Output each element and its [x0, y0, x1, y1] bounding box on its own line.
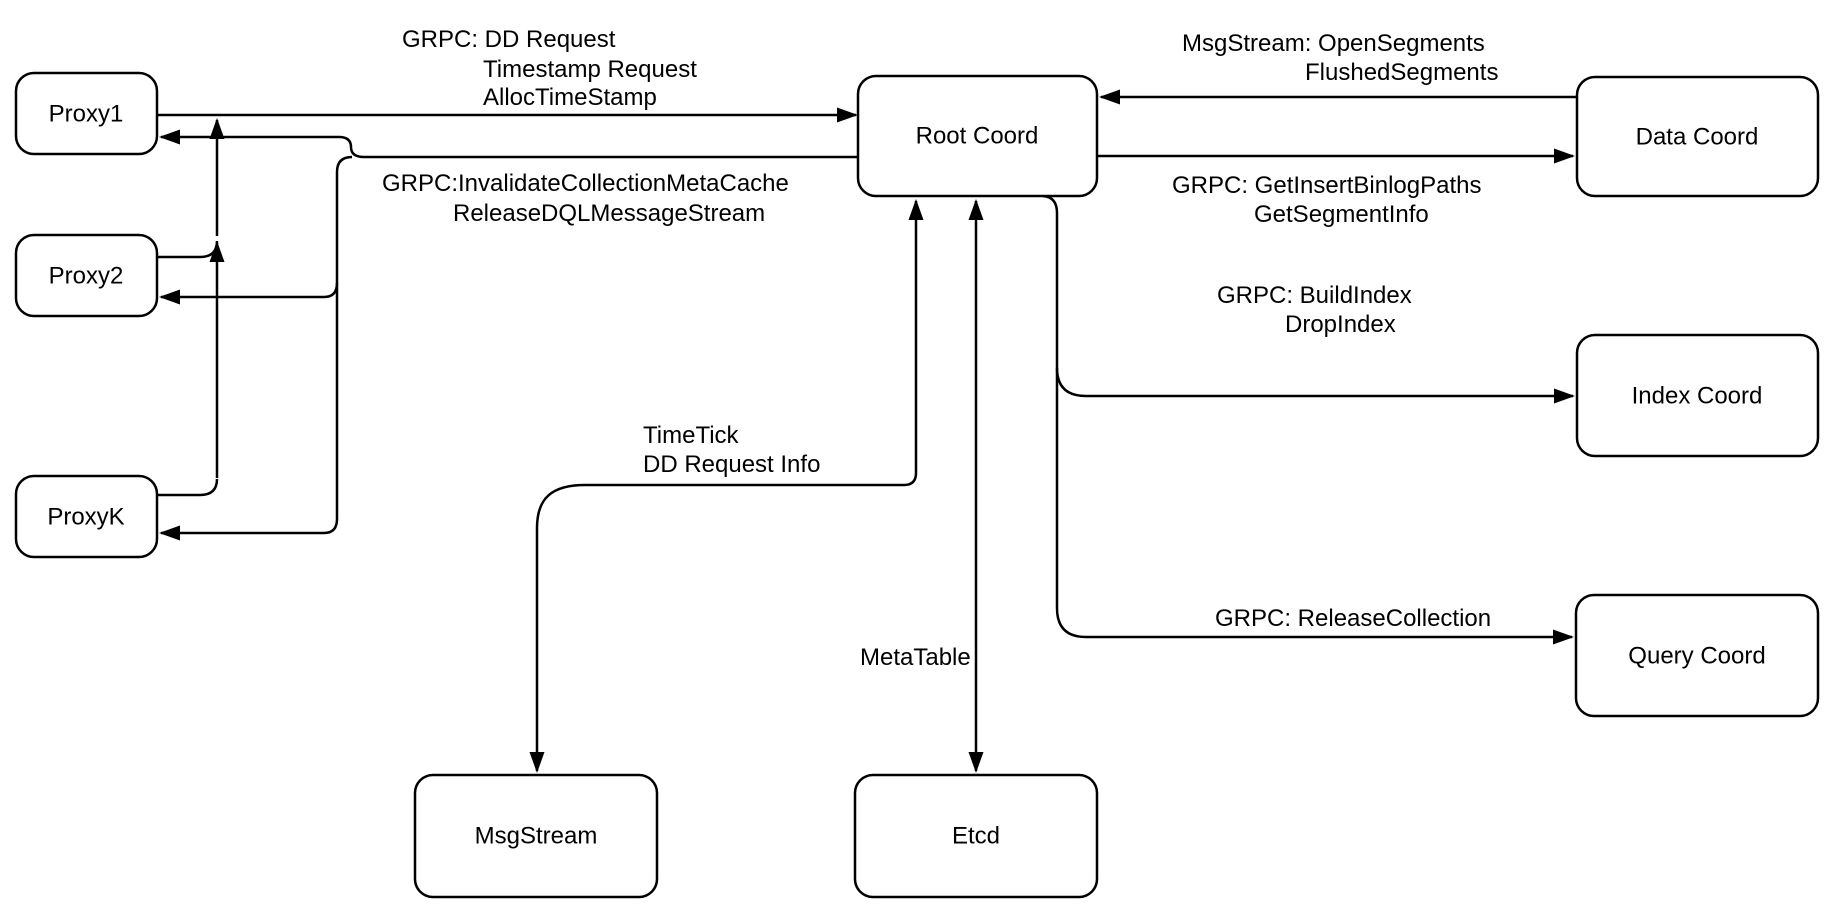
label-grpc-releasecollection: GRPC: ReleaseCollection — [1215, 605, 1491, 632]
node-data-coord: Data Coord — [1575, 75, 1820, 198]
root-coord-box — [856, 74, 1099, 198]
query-coord-box — [1574, 593, 1820, 718]
node-msgstream: MsgStream — [413, 773, 659, 899]
etcd-box — [853, 773, 1099, 899]
label-metatable: MetaTable — [860, 644, 971, 671]
edge-root-coord-to-query-coord — [1042, 194, 1574, 645]
proxy2-box — [14, 233, 159, 318]
node-proxy1: Proxy1 — [14, 71, 159, 156]
label-flushedsegments: FlushedSegments — [1305, 59, 1498, 86]
label-invalidate-collection-metacache: GRPC:InvalidateCollectionMetaCache — [382, 170, 789, 197]
label-release-dql-messagestream: ReleaseDQLMessageStream — [453, 200, 765, 227]
index-coord-label: Index Coord — [1632, 383, 1763, 410]
node-proxyk: ProxyK — [14, 474, 159, 559]
label-dd-request-info: DD Request Info — [643, 451, 820, 478]
edge-proxies-to-root-coord — [157, 107, 858, 497]
edge-root-coord-msgstream — [529, 199, 924, 773]
proxy2-label: Proxy2 — [49, 263, 124, 290]
arrow-root-coord-to-index-coord — [1055, 367, 1575, 404]
label-getsegmentinfo: GetSegmentInfo — [1254, 201, 1429, 228]
label-grpc-buildindex: GRPC: BuildIndex — [1217, 282, 1412, 309]
label-grpc-dd-request: GRPC: DD Request — [402, 26, 616, 53]
edge-labels: GRPC: DD Request Timestamp Request Alloc… — [382, 26, 1498, 671]
node-proxy2: Proxy2 — [14, 233, 159, 318]
proxy1-box — [14, 71, 159, 156]
label-timestamp-request: Timestamp Request — [483, 56, 697, 83]
arrow-root-coord-msgstream-bidirectional — [529, 199, 924, 773]
node-query-coord: Query Coord — [1574, 593, 1820, 718]
arrow-root-coord-to-query-coord — [1042, 194, 1574, 645]
data-coord-box — [1575, 75, 1820, 198]
root-coord-label: Root Coord — [916, 123, 1039, 150]
proxy1-label: Proxy1 — [49, 101, 124, 128]
query-coord-label: Query Coord — [1628, 643, 1765, 670]
node-root-coord: Root Coord — [856, 74, 1099, 198]
edge-root-coord-to-proxies — [159, 129, 858, 541]
node-etcd: Etcd — [853, 773, 1099, 899]
label-alloctimestamp: AllocTimeStamp — [483, 84, 657, 111]
label-timetick: TimeTick — [643, 422, 740, 449]
msgstream-box — [413, 773, 659, 899]
label-grpc-getinsertbinlogpaths: GRPC: GetInsertBinlogPaths — [1172, 172, 1481, 199]
arrow-root-coord-to-proxy2 — [159, 282, 339, 305]
label-msgstream-opensegments: MsgStream: OpenSegments — [1182, 30, 1485, 57]
arrow-root-coord-to-proxyk — [159, 155, 353, 541]
index-coord-box — [1575, 333, 1820, 458]
arrow-root-coord-to-proxy1 — [159, 129, 858, 159]
edge-root-coord-to-index-coord — [1055, 367, 1575, 404]
etcd-label: Etcd — [952, 823, 1000, 850]
node-index-coord: Index Coord — [1575, 333, 1820, 458]
proxyk-label: ProxyK — [47, 504, 124, 531]
data-coord-label: Data Coord — [1636, 124, 1759, 151]
line-proxyk-merge — [157, 478, 219, 497]
label-dropindex: DropIndex — [1285, 311, 1396, 338]
line-proxy2-merge — [157, 240, 219, 259]
proxyk-box — [14, 474, 159, 559]
msgstream-label: MsgStream — [475, 823, 598, 850]
